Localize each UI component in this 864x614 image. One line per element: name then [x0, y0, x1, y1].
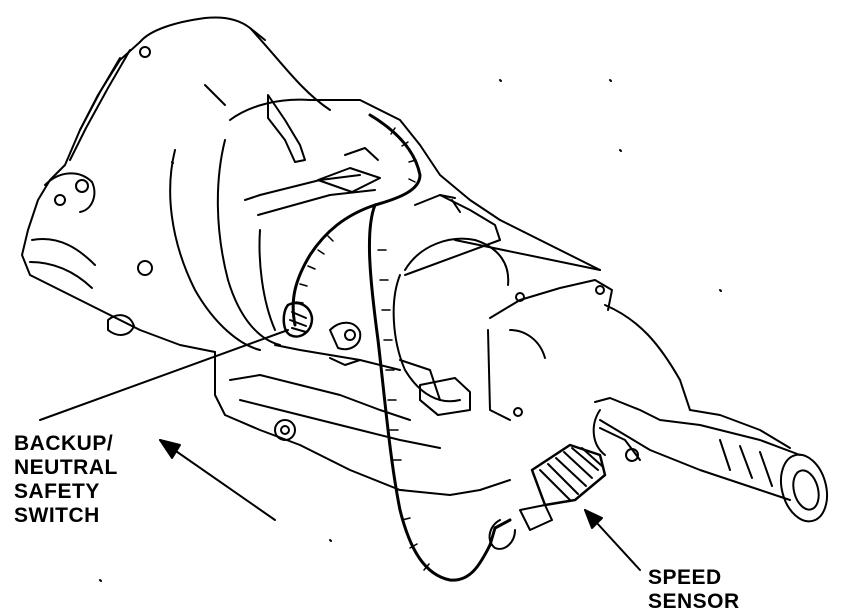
wire-harness [291, 113, 512, 582]
label-line: SENSOR [648, 590, 740, 613]
label-line: NEUTRAL [14, 456, 118, 479]
bell-housing [21, 16, 331, 353]
label-line: SPEED [648, 566, 722, 589]
specks [99, 79, 722, 582]
valve-cover [267, 94, 501, 241]
label-line: SWITCH [14, 504, 100, 527]
label-line: SAFETY [14, 480, 100, 503]
speed-sensor-label: SPEED SENSOR [648, 566, 740, 614]
speed-sensor [488, 443, 607, 550]
label-line: BACKUP/ [14, 432, 114, 455]
transmission-case [214, 98, 511, 496]
wire-harness-ribs [295, 127, 430, 571]
extension-housing [392, 219, 691, 421]
leader-lines [39, 329, 641, 571]
backup-neutral-safety-switch-label: BACKUP/ NEUTRAL SAFETY SWITCH [14, 432, 118, 528]
tailshaft [592, 397, 829, 523]
backup-neutral-safety-switch [282, 301, 314, 338]
